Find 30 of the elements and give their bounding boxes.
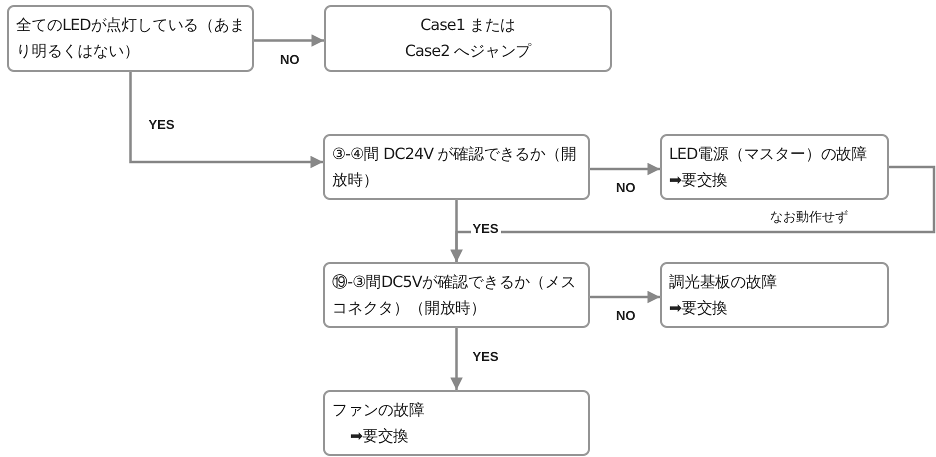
box-text: 全てのLEDが点灯している（あまり明るくはない） <box>16 15 245 62</box>
edge-label: NO <box>614 308 638 323</box>
arrow <box>450 166 936 262</box>
box-text: ⑲-③間DC5Vが確認できるか（メスコネクタ）（開放時） <box>332 272 577 319</box>
process-box <box>7 5 254 72</box>
edge-label: NO <box>278 52 302 66</box>
process-box <box>660 134 889 200</box>
process-box <box>323 262 590 328</box>
edge-label: NO <box>614 180 638 195</box>
box-text: ➡要交換 <box>349 426 410 447</box>
arrow <box>254 34 324 47</box>
process-box <box>323 134 590 200</box>
box-text: ➡要交換 <box>669 298 729 319</box>
process-box <box>323 390 590 456</box>
process-box <box>324 5 612 72</box>
box-text: ファンの故障 <box>332 400 426 421</box>
edge-label: YES <box>146 117 177 132</box>
box-text: 調光基板の故障 <box>669 272 778 293</box>
edge-label: なお動作せず <box>768 210 850 225</box>
arrow <box>590 290 660 304</box>
edge-label: YES <box>470 348 501 364</box>
box-text: ③-④間 DC24V が確認できるか（開放時） <box>332 144 578 191</box>
arrow <box>129 72 323 168</box>
box-text: Case1 または Case2 へジャンプ <box>404 15 532 62</box>
process-box <box>660 262 889 328</box>
edge-label: YES <box>470 220 501 236</box>
box-text: LED電源（マスター）の故障 <box>669 144 868 165</box>
arrow <box>590 162 660 176</box>
arrow <box>450 328 463 390</box>
box-text: ➡要交換 <box>669 170 729 191</box>
